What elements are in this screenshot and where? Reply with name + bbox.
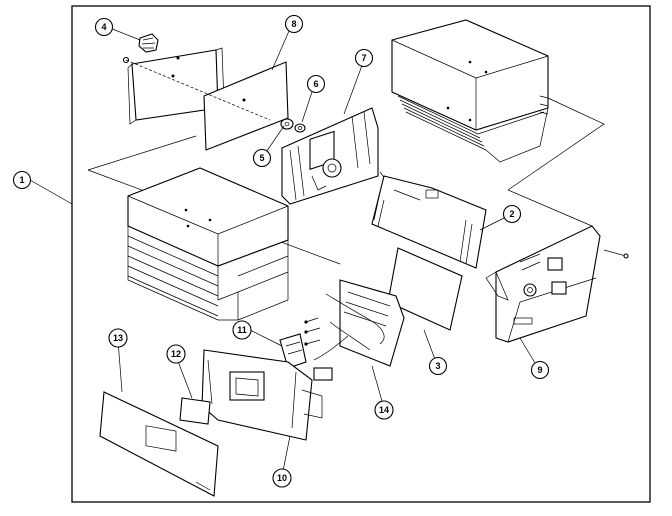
callout-2: 2 <box>502 204 522 224</box>
callout-1: 1 <box>12 170 32 190</box>
callout-label: 1 <box>19 175 24 185</box>
callout-9: 9 <box>530 360 550 380</box>
callout-label: 7 <box>361 53 366 63</box>
callout-label: 10 <box>277 473 287 483</box>
callout-11: 11 <box>232 320 252 340</box>
callout-label: 9 <box>537 365 542 375</box>
callout-13: 13 <box>108 328 128 348</box>
part-washers <box>280 118 306 133</box>
callout-5: 5 <box>252 148 272 168</box>
part-small-module <box>279 333 307 369</box>
part-rear-plate <box>201 349 323 441</box>
callout-label: 5 <box>259 153 264 163</box>
part-front-panel <box>485 225 629 343</box>
part-wiring-assembly <box>304 279 405 381</box>
callout-label: 6 <box>313 79 318 89</box>
leader-lines <box>29 23 539 477</box>
callout-label: 2 <box>509 209 514 219</box>
part-gasket <box>179 397 211 425</box>
callout-label: 11 <box>237 325 247 335</box>
part-mounting-plate <box>281 107 379 205</box>
diagram-frame <box>71 5 651 503</box>
callout-6: 6 <box>306 74 326 94</box>
callout-10: 10 <box>272 468 292 488</box>
callout-label: 8 <box>291 19 296 29</box>
part-top-cover <box>391 19 549 163</box>
callout-12: 12 <box>166 344 186 364</box>
callout-7: 7 <box>354 48 374 68</box>
part-side-plate <box>125 47 289 151</box>
callout-14: 14 <box>374 400 394 420</box>
callout-label: 3 <box>435 361 440 371</box>
callout-4: 4 <box>94 17 114 37</box>
part-knob <box>122 33 159 64</box>
callout-label: 12 <box>171 349 181 359</box>
part-insulator-card <box>387 247 463 331</box>
callout-label: 14 <box>379 405 389 415</box>
callout-label: 4 <box>101 22 106 32</box>
part-base-plate <box>99 391 219 497</box>
part-circuit-board <box>371 175 487 269</box>
callout-label: 13 <box>113 333 123 343</box>
callout-8: 8 <box>284 14 304 34</box>
part-heatsink-housing <box>127 167 289 321</box>
callout-3: 3 <box>428 356 448 376</box>
